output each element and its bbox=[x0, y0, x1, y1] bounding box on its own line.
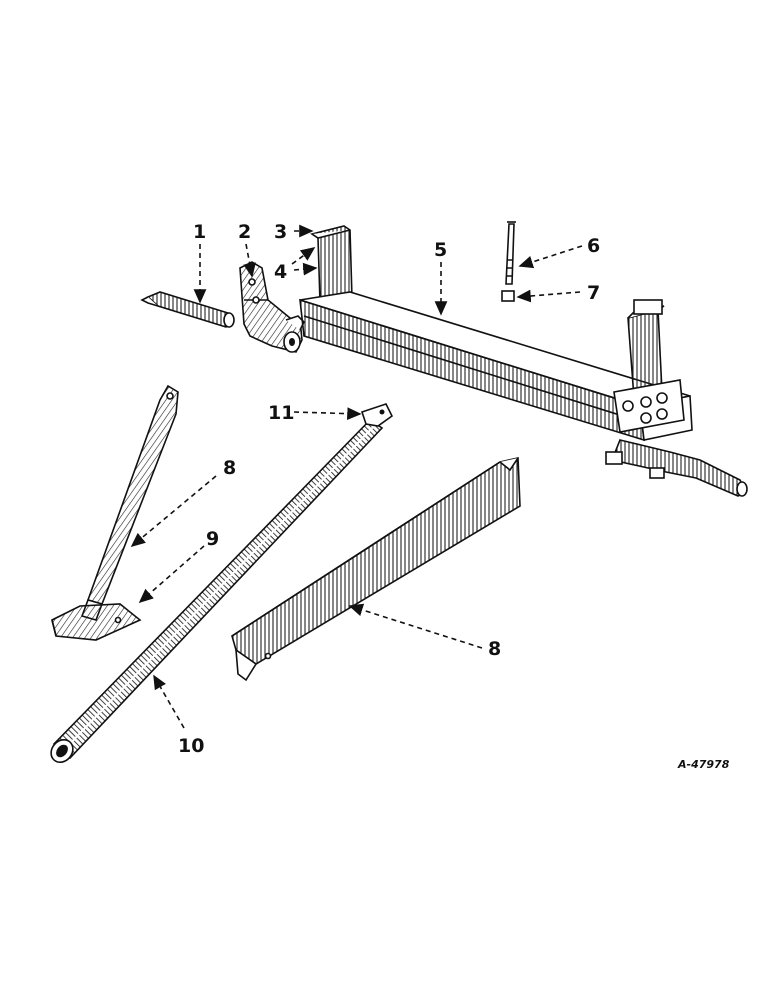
leader-2 bbox=[243, 243, 256, 278]
callout-3: 3 bbox=[274, 221, 287, 243]
callout-7: 7 bbox=[587, 282, 600, 304]
leader-8b bbox=[348, 603, 483, 649]
leader-9 bbox=[138, 545, 205, 604]
part-7-nut bbox=[501, 290, 515, 302]
callout-8-right: 8 bbox=[488, 638, 501, 660]
leader-10 bbox=[153, 674, 185, 729]
part-1-pin bbox=[140, 291, 235, 328]
callout-8-left: 8 bbox=[223, 457, 236, 479]
part-2-bracket bbox=[239, 261, 305, 353]
drawing-number: A-47978 bbox=[677, 758, 730, 771]
part-6-bolt bbox=[505, 221, 516, 285]
callout-9: 9 bbox=[206, 528, 219, 550]
part-9-brace-bracket bbox=[51, 603, 142, 641]
leader-7 bbox=[516, 289, 581, 303]
leader-4a bbox=[291, 247, 316, 265]
callout-5: 5 bbox=[434, 239, 447, 261]
part-5-axle-beam bbox=[299, 225, 748, 497]
callout-4: 4 bbox=[274, 261, 287, 283]
part-11-clip bbox=[360, 403, 394, 427]
callout-1: 1 bbox=[193, 221, 206, 243]
callout-6: 6 bbox=[587, 235, 600, 257]
part-8-brace-left bbox=[80, 384, 179, 621]
callout-2: 2 bbox=[238, 221, 251, 243]
part-8-brace-right bbox=[231, 457, 521, 682]
leader-8a bbox=[130, 475, 217, 548]
callout-10: 10 bbox=[178, 735, 204, 757]
leader-11 bbox=[293, 407, 362, 421]
leader-lines bbox=[130, 224, 583, 729]
callout-11: 11 bbox=[268, 402, 294, 424]
leader-6 bbox=[518, 245, 583, 269]
callout-labels: 1 2 3 4 5 6 7 8 9 10 11 8 bbox=[178, 221, 600, 757]
leader-4b bbox=[293, 262, 318, 276]
part-10-tube bbox=[50, 418, 384, 764]
